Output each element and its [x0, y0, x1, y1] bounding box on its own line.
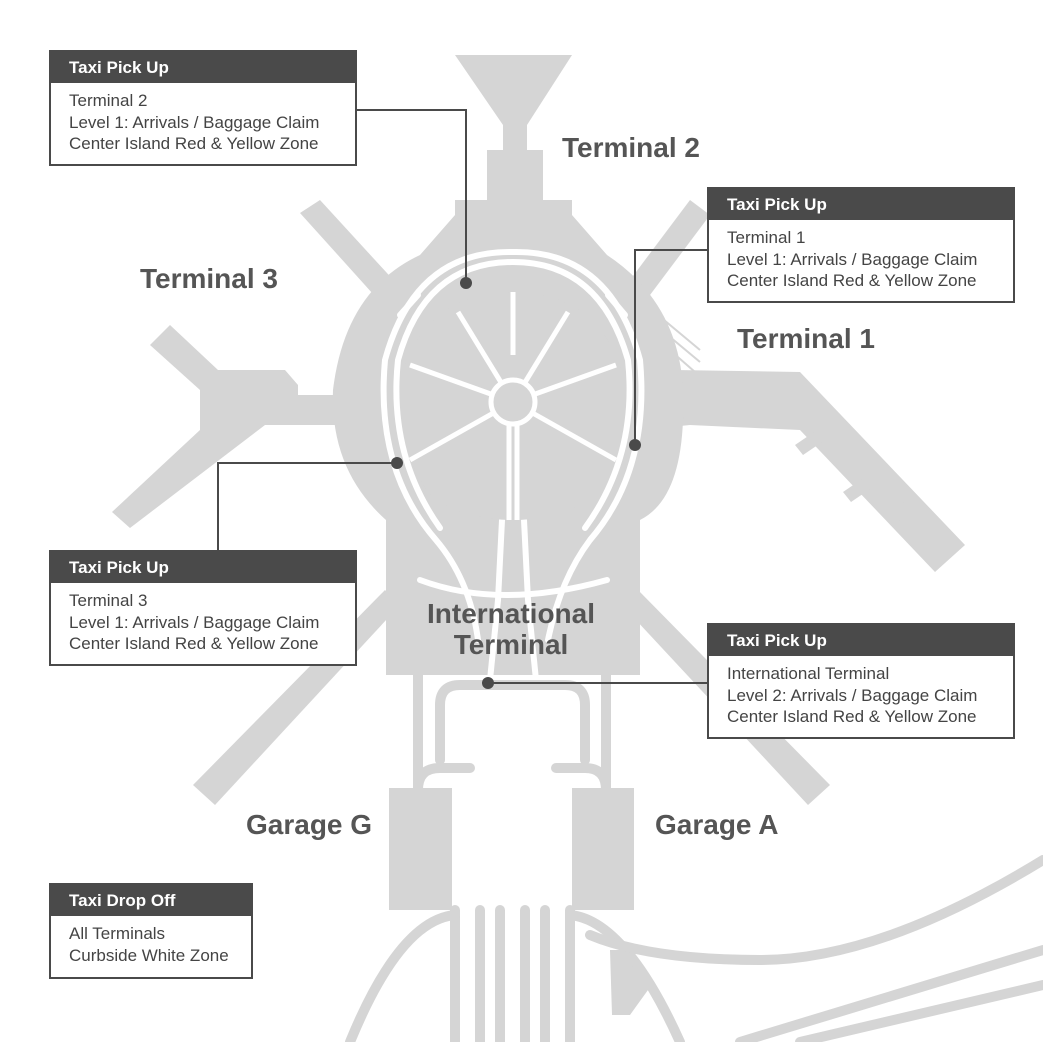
callout-line: Center Island Red & Yellow Zone [69, 634, 319, 653]
callout-line: Terminal 1 [727, 228, 806, 247]
taxi-dropoff-callout: Taxi Drop Off All Terminals Curbside Whi… [49, 883, 253, 979]
pickup-dot-t2 [460, 277, 472, 289]
core-hub [488, 377, 538, 427]
international-label-line1: International [426, 598, 595, 629]
international-label-line2: Terminal [453, 629, 569, 660]
callout-line: Center Island Red & Yellow Zone [69, 134, 319, 153]
leader-lines [217, 109, 707, 684]
callout-body: Terminal 3 Level 1: Arrivals / Baggage C… [51, 583, 355, 655]
callout-line: Curbside White Zone [69, 945, 229, 965]
callout-line: Terminal 3 [69, 591, 148, 610]
pickup-dot-t3 [391, 457, 403, 469]
terminal3-label: Terminal 3 [140, 263, 278, 294]
terminal3-west-pier [112, 325, 340, 528]
callout-line: Level 2: Arrivals / Baggage Claim [727, 685, 978, 705]
terminal2-pier [455, 55, 572, 222]
callout-title: Taxi Drop Off [51, 885, 251, 916]
access-roads [345, 670, 1043, 1042]
pickup-dot-t1 [629, 439, 641, 451]
terminal1-lower-pier [630, 370, 965, 572]
callout-title: Taxi Pick Up [51, 52, 355, 83]
leader-line-t1 [634, 249, 707, 445]
callout-body: International Terminal Level 2: Arrivals… [709, 656, 1013, 728]
pickup-markers [391, 277, 641, 689]
leader-line-t2 [356, 109, 467, 283]
garage-g-building [389, 788, 452, 910]
terminal2-label: Terminal 2 [562, 132, 700, 163]
callout-line: Center Island Red & Yellow Zone [727, 271, 977, 290]
international-terminal-label: International Terminal [420, 598, 602, 660]
callout-body: Terminal 2 Level 1: Arrivals / Baggage C… [51, 83, 355, 155]
callout-body: Terminal 1 Level 1: Arrivals / Baggage C… [709, 220, 1013, 292]
callout-line: International Terminal [727, 664, 890, 683]
taxi-pickup-callout-terminal3: Taxi Pick Up Terminal 3 Level 1: Arrival… [49, 550, 357, 666]
terminal1-stub-1 [795, 428, 828, 455]
terminal1-hatch [639, 299, 701, 393]
garage-a-label: Garage A [655, 809, 779, 840]
callout-line: Center Island Red & Yellow Zone [727, 707, 977, 726]
callout-line: Level 1: Arrivals / Baggage Claim [69, 612, 320, 632]
callout-line: Level 1: Arrivals / Baggage Claim [727, 249, 978, 269]
taxi-pickup-callout-terminal2: Taxi Pick Up Terminal 2 Level 1: Arrival… [49, 50, 357, 166]
garage-a-building [572, 788, 634, 910]
callout-title: Taxi Pick Up [51, 552, 355, 583]
callout-body: All Terminals Curbside White Zone [51, 916, 251, 966]
callout-line: Level 1: Arrivals / Baggage Claim [69, 112, 320, 132]
pickup-dot-intl [482, 677, 494, 689]
callout-line: Terminal 2 [69, 91, 148, 110]
callout-title: Taxi Pick Up [709, 625, 1013, 656]
garage-g-label: Garage G [246, 809, 373, 840]
terminal1-stub-3 [885, 498, 918, 525]
leader-line-t3 [217, 462, 397, 550]
taxi-pickup-callout-international: Taxi Pick Up International Terminal Leve… [707, 623, 1015, 739]
terminal1-stub-2 [843, 475, 876, 502]
callout-line: All Terminals [69, 924, 166, 943]
callout-title: Taxi Pick Up [709, 189, 1013, 220]
taxi-pickup-callout-terminal1: Taxi Pick Up Terminal 1 Level 1: Arrival… [707, 187, 1015, 303]
terminal1-label: Terminal 1 [737, 323, 875, 354]
